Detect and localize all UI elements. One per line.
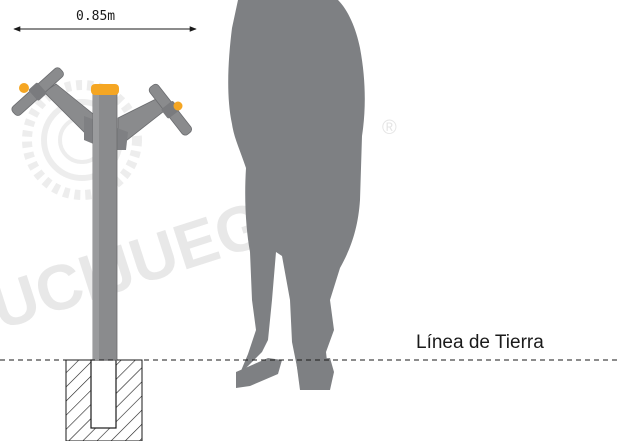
foundation — [65, 359, 143, 441]
human-silhouette — [228, 0, 365, 390]
right-wheel-knob — [173, 101, 183, 111]
ground-line-group: Línea de Tierra — [0, 332, 617, 361]
dimension-label: 0.85m — [76, 9, 115, 24]
exercise-equipment — [11, 67, 192, 361]
left-wheel-knob — [19, 83, 29, 93]
pole-cap — [91, 84, 119, 95]
ground-line-label: Línea de Tierra — [416, 332, 544, 353]
watermark-registered-mark: ® — [382, 117, 397, 139]
left-wheel — [11, 67, 64, 116]
foundation-socket — [90, 359, 117, 429]
dimension-annotation: 0.85m — [13, 9, 197, 32]
